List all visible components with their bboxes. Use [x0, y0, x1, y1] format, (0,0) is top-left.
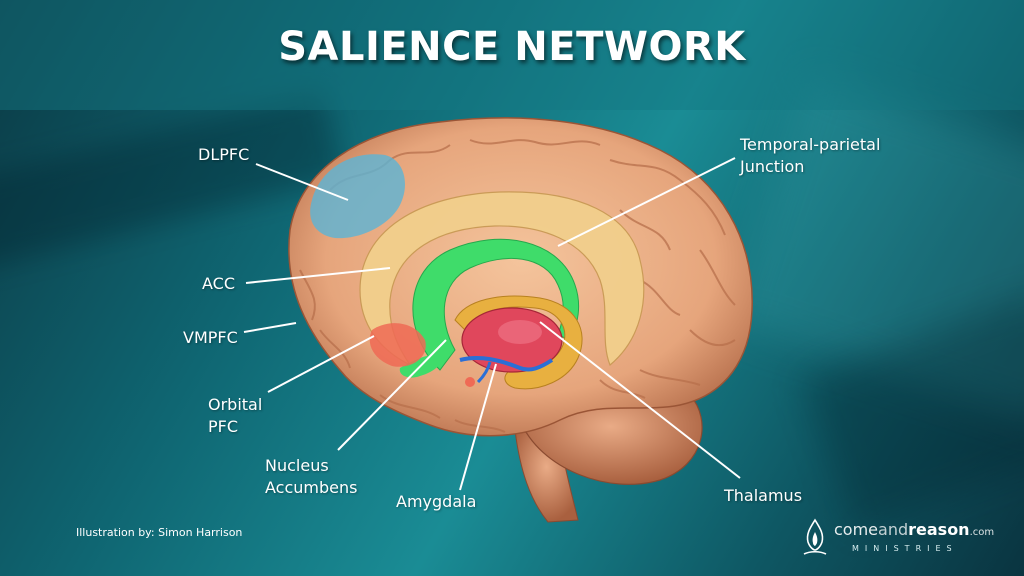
label-acc: ACC — [202, 274, 236, 293]
dlpfc-region — [310, 154, 405, 239]
leader-amygdala — [459, 363, 497, 491]
leader-lines — [243, 157, 741, 491]
blood-vessel — [459, 356, 554, 372]
leader-orbital — [267, 335, 375, 393]
label-amygdala: Amygdala — [396, 492, 477, 511]
leader-vmpfc — [243, 322, 297, 333]
illustration-credit: Illustration by: Simon Harrison — [76, 526, 243, 539]
flame-icon — [803, 518, 827, 555]
logo-part3: reason — [908, 520, 970, 539]
amygdala-region — [465, 377, 475, 387]
label-nucleus-line2: Accumbens — [265, 478, 358, 497]
logo-wordmark: comeandreason.com — [834, 520, 994, 539]
thalamus-highlight — [498, 320, 542, 344]
come-and-reason-logo[interactable]: comeandreason.com MINISTRIES — [800, 518, 1000, 560]
logo-domain: .com — [969, 527, 995, 538]
leader-acc — [245, 267, 391, 284]
caudate-region — [454, 295, 583, 390]
label-dlpfc: DLPFC — [198, 145, 250, 164]
label-tpj-line1: Temporal-parietal — [740, 135, 881, 154]
blood-vessel — [476, 361, 492, 384]
label-nucleus-line1: Nucleus — [265, 456, 329, 475]
leader-tpj — [557, 157, 736, 247]
title-band — [0, 0, 1024, 110]
leader-thalamus — [539, 321, 741, 479]
leader-dlpfc — [255, 163, 349, 201]
label-thalamus: Thalamus — [724, 486, 803, 505]
slide-title: SALIENCE NETWORK — [278, 24, 746, 70]
leader-nucleus — [337, 339, 447, 451]
logo-part2: and — [878, 520, 909, 539]
label-vmpfc: VMPFC — [183, 328, 238, 347]
logo-part1: come — [834, 520, 879, 539]
label-tpj-line2: Junction — [740, 157, 805, 176]
logo-subtitle: MINISTRIES — [852, 544, 958, 553]
orbital-pfc-region — [369, 323, 426, 367]
label-orbital-line2: PFC — [208, 417, 239, 436]
label-orbital-line1: Orbital — [208, 395, 263, 414]
